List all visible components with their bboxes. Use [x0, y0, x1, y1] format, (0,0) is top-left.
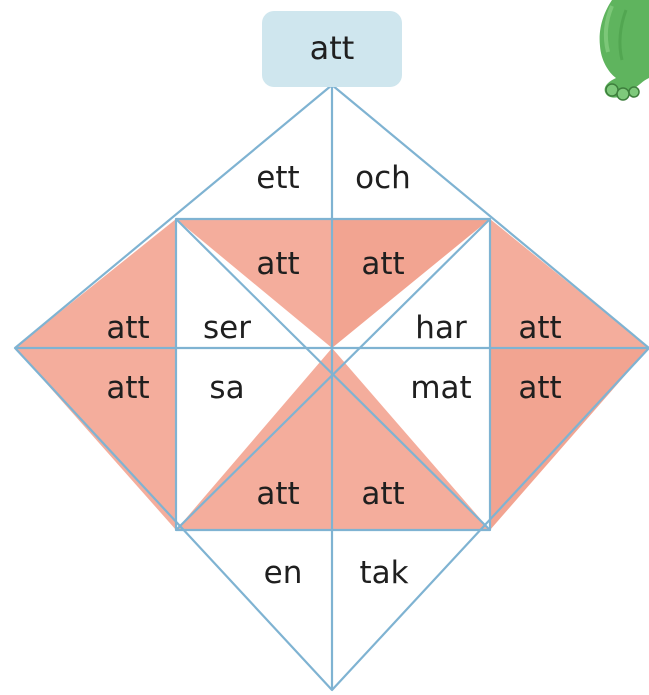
shaded-regions [15, 219, 649, 530]
word-bottom-right: tak [359, 555, 408, 591]
word-left-lower: att [106, 370, 149, 406]
word-lower-center-right: att [361, 476, 404, 512]
word-lower-left-inner: sa [209, 370, 244, 406]
header-box [262, 11, 402, 87]
shaded-triangle-center-lower-left [176, 348, 332, 530]
word-upper-center-left: att [256, 246, 299, 282]
word-lower-center-left: att [256, 476, 299, 512]
word-right-upper: att [518, 310, 561, 346]
inner-diagonal-b [175, 218, 491, 531]
puzzle-grid-lines [13, 83, 649, 692]
green-monster-icon [599, 0, 649, 101]
word-right-lower: att [518, 370, 561, 406]
word-top-right: och [355, 160, 411, 196]
shaded-triangle-right-lower [490, 348, 649, 530]
header-word: att [310, 29, 355, 67]
shaded-triangle-left-lower [15, 348, 176, 530]
word-top-left: ett [256, 160, 299, 196]
word-lower-right-inner: mat [410, 370, 471, 406]
word-bottom-left: en [264, 555, 303, 591]
puzzle-words: ett och att ser att att har att att sa m… [106, 160, 561, 591]
header: att [262, 11, 402, 87]
shaded-triangle-center-upper-right [332, 219, 490, 348]
word-left-upper: att [106, 310, 149, 346]
shaded-triangle-center-lower-right [332, 348, 490, 530]
shaded-triangle-center-upper-left [176, 219, 332, 348]
word-upper-left-inner: ser [203, 310, 251, 346]
word-upper-center-right: att [361, 246, 404, 282]
word-upper-right-inner: har [415, 310, 467, 346]
